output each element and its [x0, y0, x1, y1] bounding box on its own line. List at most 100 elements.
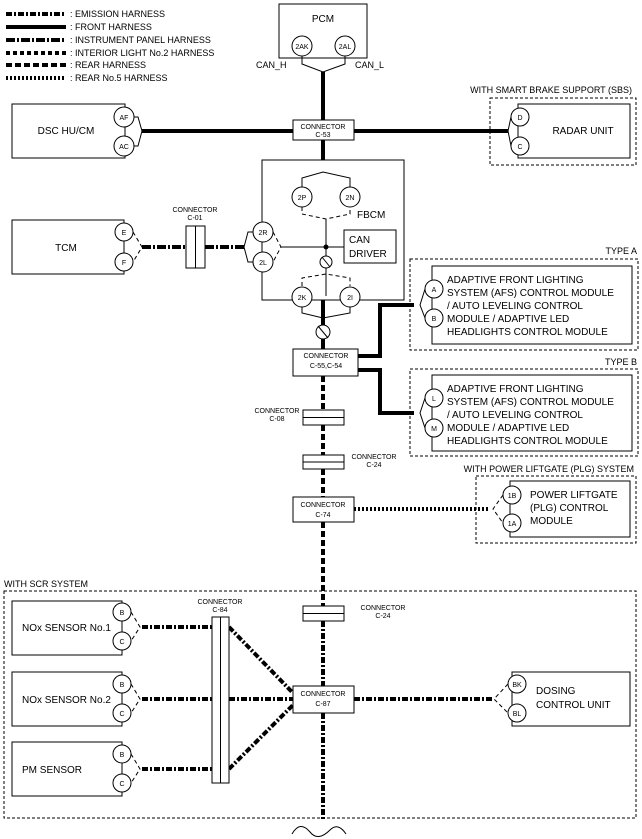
plg-pin-1b-label: 1B: [508, 493, 517, 500]
c55-box: [292, 348, 359, 377]
afs-b-pin-m-label: M: [431, 426, 437, 433]
plg-pin-leads: [492, 494, 504, 524]
radar-box: [517, 103, 631, 159]
afs-b-group: TYPE B L M ADAPTIVE FRONT LIGHTING SYSTE…: [409, 357, 639, 457]
radar-pin-d-label: D: [517, 115, 522, 122]
afs-b-line4: MODULE / ADAPTIVE LED: [447, 423, 569, 434]
can-driver-line1: CAN: [349, 235, 370, 246]
fbcm-module: FBCM 2P 2N 2R 2L CAN DRIVER 2K 2I: [252, 159, 405, 319]
trunk-terminator-slash: [317, 325, 329, 339]
c24b-title: CONNECTOR: [361, 605, 406, 612]
afs-b-box: [431, 374, 633, 452]
connector-c24b: CONNECTOR C-24: [302, 605, 406, 622]
tcm-pin-f: [114, 252, 134, 272]
pm-module: PM SENSOR B C: [11, 741, 141, 797]
connector-c84: CONNECTOR C-84: [198, 599, 243, 784]
afs-a-outline: [409, 258, 639, 351]
tcm-module: TCM E F: [11, 219, 143, 275]
nox2-pin-c-label: C: [119, 711, 124, 718]
plg-pin-1a: [502, 513, 522, 533]
dosing-pin-bl-label: BL: [513, 711, 522, 718]
c84-id: C-84: [212, 607, 227, 614]
wire-c84-c87-bottom: [227, 703, 295, 771]
tcm-title: TCM: [55, 243, 77, 254]
dosing-line1: DOSING: [536, 686, 576, 697]
nox1-module: NOx SENSOR No.1 B C: [11, 600, 141, 656]
pcm-can-l-label: CAN_L: [355, 60, 384, 70]
tcm-pin-leads: [132, 231, 143, 263]
afs-b-line2: SYSTEM (AFS) CONTROL MODULE: [447, 397, 614, 408]
pcm-pin-leads: [301, 56, 346, 73]
fbcm-pin-2p-label: 2P: [298, 195, 307, 202]
c24a-title: CONNECTOR: [352, 454, 397, 461]
nox1-pin-c-label: C: [119, 639, 124, 646]
plg-group-label: WITH POWER LIFTGATE (PLG) SYSTEM: [464, 464, 634, 474]
pm-pin-leads: [130, 753, 141, 784]
dsc-box: [11, 103, 126, 159]
nox1-pin-leads: [130, 611, 141, 642]
afs-a-box: [431, 265, 633, 345]
dosing-pin-bl: [507, 703, 527, 723]
c53-id: C-53: [315, 132, 330, 139]
afs-b-line5: HEADLIGHTS CONTROL MODULE: [447, 436, 608, 447]
radar-pin-c-label: C: [517, 144, 522, 151]
nox1-pin-c: [112, 631, 132, 651]
radar-group: WITH SMART BRAKE SUPPORT (SBS) RADAR UNI…: [470, 85, 637, 166]
legend-emission-label: : EMISSION HARNESS: [70, 9, 165, 19]
c01-id: C-01: [187, 215, 202, 222]
radar-group-label: WITH SMART BRAKE SUPPORT (SBS): [470, 85, 632, 95]
dsc-pin-ac-label: AC: [119, 144, 129, 151]
nox2-module: NOx SENSOR No.2 B C: [11, 671, 141, 727]
dosing-pin-bk-label: BK: [512, 682, 522, 689]
afs-a-group-label: TYPE A: [605, 246, 637, 256]
pcm-pin-2ak-label: 2AK: [295, 44, 309, 51]
fbcm-pin-2i-label: 2I: [347, 295, 353, 302]
dosing-module: BK BL DOSING CONTROL UNIT: [493, 671, 631, 727]
continuation-break-mark: [291, 826, 347, 837]
c74-id: C-74: [315, 512, 330, 519]
nox2-pin-leads: [130, 683, 141, 714]
dosing-box: [511, 671, 631, 727]
afs-b-outline: [409, 368, 639, 457]
plg-line3: MODULE: [530, 516, 573, 527]
nox2-pin-b-label: B: [120, 682, 125, 689]
wire-c55-afs-a: [358, 303, 414, 358]
pm-box: [11, 741, 123, 797]
pcm-module: PCM 2AK 2AL CAN_H CAN_L: [256, 3, 384, 73]
fbcm-pin-2l-label: 2L: [259, 260, 267, 267]
wire-c54-afs-b: [358, 368, 414, 415]
dsc-title: DSC HU/CM: [38, 126, 95, 137]
plg-group: WITH POWER LIFTGATE (PLG) SYSTEM 1B 1A P…: [464, 464, 637, 544]
can-driver-box: [343, 229, 397, 264]
plg-pin-1a-label: 1A: [508, 521, 517, 528]
c84-title: CONNECTOR: [198, 599, 243, 606]
afs-a-line1: ADAPTIVE FRONT LIGHTING: [447, 275, 584, 286]
legend-rear-label: : REAR HARNESS: [70, 60, 146, 70]
c74-title: CONNECTOR: [301, 502, 346, 509]
nox1-pin-b-label: B: [120, 610, 125, 617]
pm-pin-c-label: C: [119, 781, 124, 788]
legend-il2-label: : INTERIOR LIGHT No.2 HARNESS: [70, 48, 214, 58]
legend-front-label: : FRONT HARNESS: [70, 22, 152, 32]
pcm-title: PCM: [312, 14, 334, 25]
afs-a-line5: HEADLIGHTS CONTROL MODULE: [447, 327, 608, 338]
scr-group: WITH SCR SYSTEM: [3, 579, 637, 819]
fbcm-pin-2n-label: 2N: [346, 195, 355, 202]
afs-b-line1: ADAPTIVE FRONT LIGHTING: [447, 384, 584, 395]
afs-a-line2: SYSTEM (AFS) CONTROL MODULE: [447, 288, 614, 299]
pm-pin-b-label: B: [120, 752, 125, 759]
legend: : EMISSION HARNESS : FRONT HARNESS : INS…: [6, 9, 214, 83]
dosing-line2: CONTROL UNIT: [536, 700, 611, 711]
fbcm-title: FBCM: [357, 210, 385, 221]
afs-a-pin-leads: [419, 288, 426, 319]
tcm-box: [11, 219, 125, 275]
fbcm-top-leads: [301, 171, 351, 187]
legend-rear5-label: : REAR No.5 HARNESS: [70, 73, 168, 83]
nox2-title: NOx SENSOR No.2: [22, 695, 111, 706]
c55-title: CONNECTOR: [304, 353, 349, 360]
c53-title: CONNECTOR: [301, 124, 346, 131]
plg-group-outline: [475, 475, 637, 544]
afs-a-line3: / AUTO LEVELING CONTROL: [447, 301, 583, 312]
afs-b-group-label: TYPE B: [605, 357, 637, 367]
